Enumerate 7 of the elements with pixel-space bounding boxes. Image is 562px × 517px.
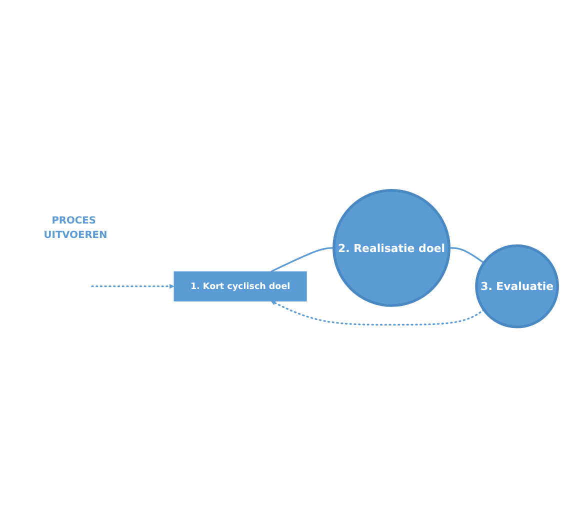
node-circle: 2. Realisatie doel	[332, 188, 450, 307]
node-text: PROCES UITVOEREN	[44, 214, 108, 241]
node-circle: 3. Evaluatie	[475, 244, 559, 328]
arrow	[91, 284, 174, 289]
connector	[270, 247, 334, 272]
connector	[449, 247, 484, 264]
node-box: 1. Kort cyclisch doel	[174, 271, 307, 302]
